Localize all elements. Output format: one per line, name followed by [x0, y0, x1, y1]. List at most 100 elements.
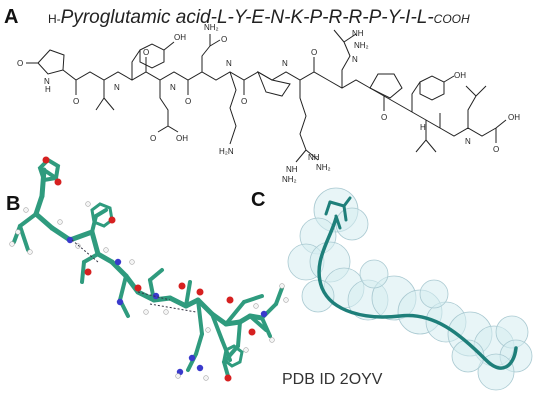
oxygen-atom [224, 374, 232, 382]
nitrogen-atom [196, 364, 204, 372]
surface-lobe [301, 279, 335, 313]
stick-bond [49, 225, 73, 243]
terminal-bond [334, 214, 342, 230]
terminal-bond [342, 196, 352, 208]
stick-branch [274, 286, 284, 306]
pdb-id-caption: PDB ID 2OYV [282, 371, 383, 388]
amide-nh-1: N [114, 83, 120, 92]
stick-branch [222, 360, 230, 378]
hydrogen-atom [163, 309, 169, 315]
stick-branch [248, 314, 268, 332]
hydrogen-atom [85, 201, 91, 207]
c-term-o-label: O [493, 145, 499, 154]
stick-branch [82, 252, 100, 264]
nitrogen-atom [152, 292, 160, 300]
nitrogen-atom [116, 298, 124, 306]
glu-oh-label: OH [176, 134, 188, 143]
amide-o-5: O [311, 48, 317, 57]
oxygen-atom [178, 282, 186, 290]
nitrogen-atom [66, 236, 74, 244]
sequence-text: Pyroglutamic acid-L-Y-E-N-K-P-R-R-P-Y-I-… [60, 7, 434, 28]
hydrogen-atom [15, 229, 21, 235]
proline-ring-2 [369, 73, 403, 99]
stick-branch [184, 280, 192, 308]
hydrogen-atom [57, 219, 63, 225]
panel-b-label: B [6, 193, 21, 215]
asn-o-label: O [221, 35, 227, 44]
hydrogen-atom [243, 347, 249, 353]
amide-nh-3: N [226, 59, 232, 68]
ile-h-label: H [420, 123, 426, 132]
c-term-oh-label: OH [508, 113, 520, 122]
hydrogen-atom [203, 375, 209, 381]
nitrogen-atom [188, 354, 196, 362]
amide-o-3: O [185, 97, 191, 106]
arg1-nh-label: NH [308, 153, 320, 162]
hydrogen-atom [9, 241, 15, 247]
oxygen-atom [42, 156, 50, 164]
nitrogen-atom [114, 258, 122, 266]
glu-o-label: O [150, 134, 156, 143]
panel-a-label: A [4, 6, 19, 28]
hydrogen-atom [75, 243, 81, 249]
arg2-nh-label: NH [286, 165, 298, 174]
backbone-ribbon [317, 216, 518, 370]
amide-nh-5: N [465, 137, 471, 146]
stick-branch [80, 260, 86, 284]
lys-nh2-label: H₂N [219, 147, 234, 156]
pyroglu-ring [37, 49, 65, 75]
hydrogen-atom [143, 309, 149, 315]
sequence-suffix: COOH [433, 12, 470, 26]
hydrogen-atom [27, 249, 33, 255]
terminal-bond [342, 204, 348, 222]
hydrogen-atom [103, 247, 109, 253]
surface-lobe [335, 207, 369, 241]
molecular-surface [287, 187, 533, 391]
arg1-nh2-label: NH₂ [316, 163, 331, 172]
stick-model-bonds [9, 156, 289, 382]
oxygen-atom [84, 268, 92, 276]
asn-nh2-label: NH₂ [204, 23, 219, 32]
stick-bond [95, 251, 115, 265]
tyr1-oh-label: OH [174, 33, 186, 42]
stick-branch [18, 224, 30, 252]
backbone-zigzag [62, 69, 497, 137]
terminal-bond [328, 200, 346, 208]
pyro-h-label: H [45, 85, 51, 94]
terminal-bond [324, 200, 332, 216]
proline-ring-1 [257, 70, 291, 97]
stick-branch [224, 300, 246, 326]
oxo-label: O [17, 59, 23, 68]
oxygen-atom [108, 216, 116, 224]
stick-bond [167, 295, 189, 309]
hydrogen-atom [175, 373, 181, 379]
stick-branch [18, 212, 38, 228]
arg-top-nh2-label: NH₂ [354, 41, 369, 50]
hydrogen-bond [71, 239, 99, 263]
stick-bond [89, 229, 101, 257]
hydrogen-atom [205, 327, 211, 333]
amide-o-6: O [381, 113, 387, 122]
hydrogen-bond [137, 291, 171, 301]
hydrogen-atom [269, 337, 275, 343]
sequence-prefix: H- [48, 12, 61, 26]
stick-bond [33, 211, 55, 231]
amide-o-1: O [73, 97, 79, 106]
oxygen-atom [226, 296, 234, 304]
stick-branch [196, 298, 204, 336]
amide-nh-2: N [170, 83, 176, 92]
panel-c-label: C [251, 189, 266, 211]
hydrogen-atom [283, 297, 289, 303]
stick-branch [118, 274, 128, 302]
arg-top-nh-label: NH [352, 29, 364, 38]
hydrogen-atom [129, 259, 135, 265]
hydrogen-atom [23, 207, 29, 213]
pyro-nh-label: N [44, 77, 50, 86]
amide-nh-4: N [282, 59, 288, 68]
hydrogen-atom [253, 303, 259, 309]
stick-branch [260, 316, 272, 338]
stick-branch [148, 268, 164, 282]
nitrogen-atom [260, 310, 268, 318]
stick-branch [90, 214, 98, 234]
